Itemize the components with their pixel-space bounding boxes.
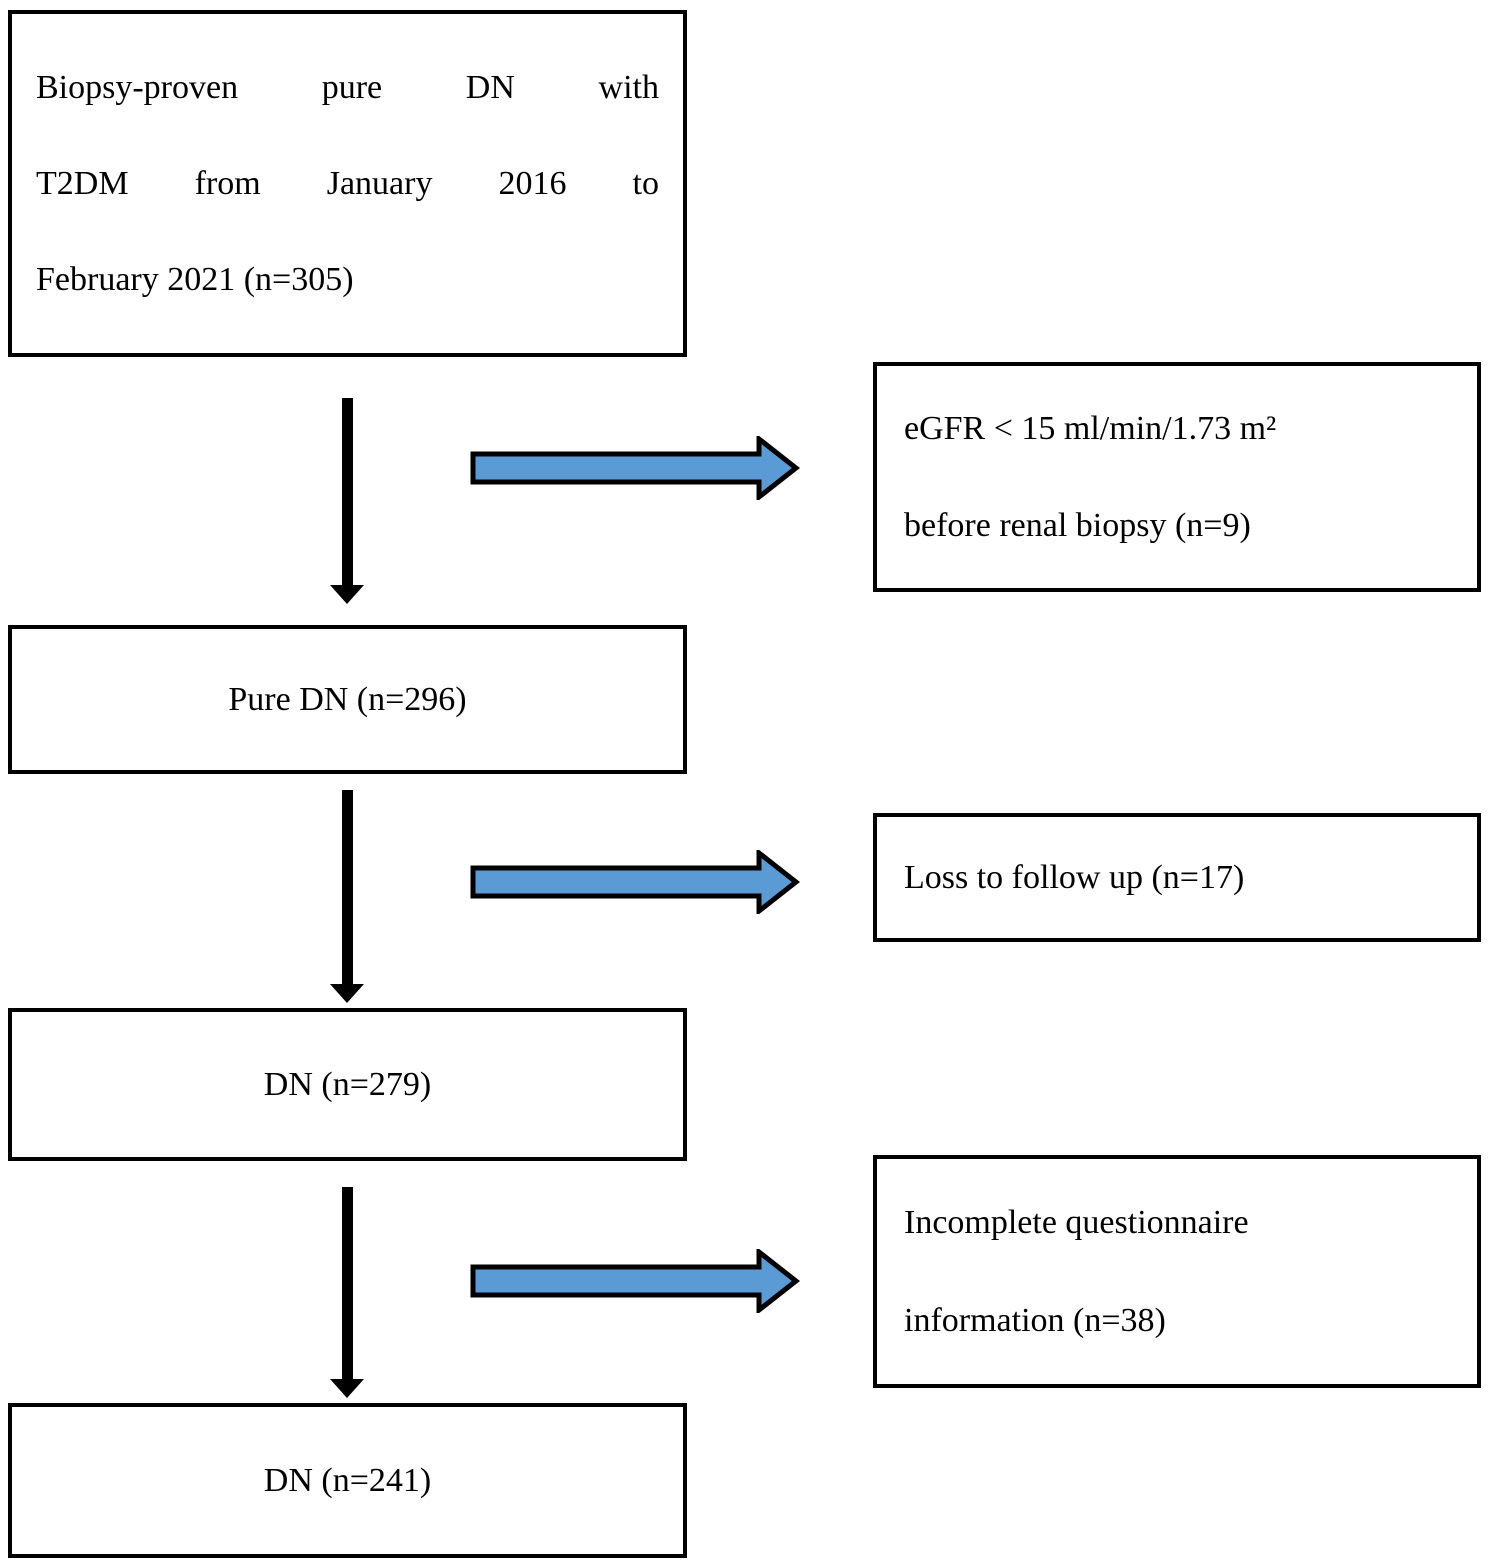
right-block-arrow-icon xyxy=(470,436,800,500)
flow-box-pure-dn-label: Pure DN (n=296) xyxy=(228,680,467,718)
exclusion-box-loss-label: Loss to follow up (n=17) xyxy=(904,858,1245,896)
exclusion-box-questionnaire-line-1: Incomplete questionnaire xyxy=(904,1203,1249,1241)
exclusion-box-egfr: eGFR < 15 ml/min/1.73 m² before renal bi… xyxy=(873,362,1481,592)
flow-box-start-line-3: February 2021 (n=305) xyxy=(36,260,354,298)
right-block-arrow-icon xyxy=(470,1249,800,1313)
exclusion-box-egfr-line-1: eGFR < 15 ml/min/1.73 m² xyxy=(904,409,1277,447)
exclusion-box-egfr-line-2: before renal biopsy (n=9) xyxy=(904,506,1251,544)
exclusion-box-loss-to-follow-up: Loss to follow up (n=17) xyxy=(873,813,1481,942)
flow-box-dn-241-label: DN (n=241) xyxy=(263,1461,432,1499)
flow-box-dn-279-label: DN (n=279) xyxy=(263,1065,432,1103)
down-arrow-icon xyxy=(330,1187,364,1398)
flow-box-dn-241: DN (n=241) xyxy=(8,1403,687,1558)
right-block-arrow-icon xyxy=(470,850,800,914)
down-arrow-icon xyxy=(330,790,364,1003)
exclusion-box-questionnaire-line-2: information (n=38) xyxy=(904,1302,1166,1340)
flow-box-dn-279: DN (n=279) xyxy=(8,1008,687,1161)
flow-box-pure-dn: Pure DN (n=296) xyxy=(8,625,687,774)
exclusion-box-incomplete-questionnaire: Incomplete questionnaire information (n=… xyxy=(873,1155,1481,1388)
down-arrow-icon xyxy=(330,398,364,604)
